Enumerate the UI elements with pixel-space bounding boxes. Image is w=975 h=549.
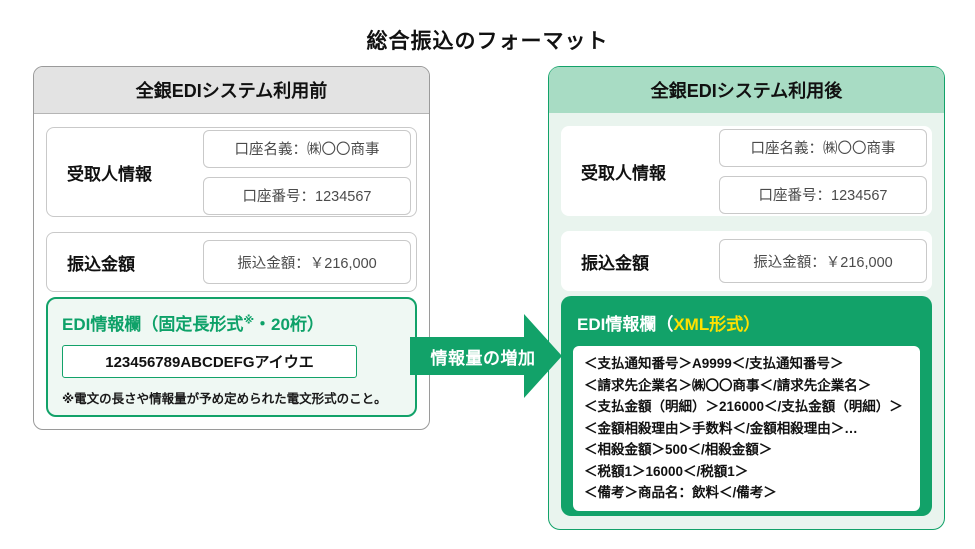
edi-fixed-footnote: ※電文の長さや情報量が予め定められた電文形式のこと。 [62,392,387,406]
arrow-label: 情報量の増加 [430,348,536,368]
xml-content-box: ＜支払通知番号＞A9999＜/支払通知番号＞ ＜請求先企業名＞㈱〇〇商事＜/請求… [573,346,920,511]
increase-arrow: 情報量の増加 [410,314,562,398]
account-name-field: 口座名義：㈱〇〇商事 [719,128,927,167]
page-title: 総合振込のフォーマット [366,30,609,53]
panel-after-edi: 全銀EDIシステム利用後 受取人情報 口座名義：㈱〇〇商事 口座番号：12345… [548,66,945,530]
edi-fixed-title-suffix: ・20桁） [254,315,324,334]
edi-section-xml: EDI情報欄（XML形式） ＜支払通知番号＞A9999＜/支払通知番号＞ ＜請求… [561,296,932,516]
edi-fixed-title-asterisk: ※ [243,314,255,327]
panel-before-header: 全銀EDIシステム利用前 [34,67,429,114]
edi-xml-title: EDI情報欄（XML形式） [561,296,932,335]
edi-fixed-value-box: 123456789ABCDEFGアイウエ [62,345,357,378]
recipient-fields: 口座名義：㈱〇〇商事 口座番号：1234567 [719,128,927,214]
recipient-info-row: 受取人情報 口座名義：㈱〇〇商事 口座番号：1234567 [46,127,417,217]
right-arrow-icon [410,314,562,398]
edi-fixed-title: EDI情報欄（固定長形式※・20桁） [62,310,401,335]
transfer-amount-row: 振込金額 振込金額：￥216,000 [46,232,417,292]
xml-line: ＜税額1＞16000＜/税額1＞ [584,463,749,479]
edi-xml-title-text: EDI情報欄（ [577,315,674,334]
edi-xml-title-highlight: XML形式 [673,315,744,334]
transfer-amount-field: 振込金額：￥216,000 [719,239,927,283]
account-number-field: 口座番号：1234567 [203,176,411,215]
xml-line: ＜支払通知番号＞A9999＜/支払通知番号＞ [584,356,844,371]
transfer-amount-field: 振込金額：￥216,000 [203,240,411,284]
amount-fields: 振込金額：￥216,000 [719,239,927,283]
panel-after-header: 全銀EDIシステム利用後 [549,67,944,113]
recipient-info-row: 受取人情報 口座名義：㈱〇〇商事 口座番号：1234567 [561,126,932,216]
recipient-info-label: 受取人情報 [581,163,666,183]
xml-line: ＜請求先企業名＞㈱〇〇商事＜/請求先企業名＞ [584,377,872,393]
transfer-amount-label: 振込金額 [67,254,135,274]
edi-xml-title-suffix: ） [743,315,761,334]
amount-fields: 振込金額：￥216,000 [203,240,411,284]
edi-section-fixed-length: EDI情報欄（固定長形式※・20桁） 123456789ABCDEFGアイウエ … [46,297,417,417]
xml-line: ＜支払金額（明細）＞216000＜/支払金額（明細）＞ [584,399,903,414]
account-number-field: 口座番号：1234567 [719,175,927,214]
recipient-fields: 口座名義：㈱〇〇商事 口座番号：1234567 [203,129,411,215]
transfer-amount-label: 振込金額 [581,253,649,273]
xml-line: ＜備考＞商品名：飲料＜/備考＞ [584,485,777,500]
xml-line: ＜相殺金額＞500＜/相殺金額＞ [584,442,773,457]
transfer-amount-row: 振込金額 振込金額：￥216,000 [561,231,932,291]
panel-before-edi: 全銀EDIシステム利用前 受取人情報 口座名義：㈱〇〇商事 口座番号：12345… [33,66,430,430]
xml-line: ＜金額相殺理由＞手数料＜/金額相殺理由＞… [584,420,858,436]
account-name-field: 口座名義：㈱〇〇商事 [203,129,411,168]
edi-fixed-title-text: EDI情報欄（固定長形式 [62,315,244,334]
recipient-info-label: 受取人情報 [67,164,152,184]
